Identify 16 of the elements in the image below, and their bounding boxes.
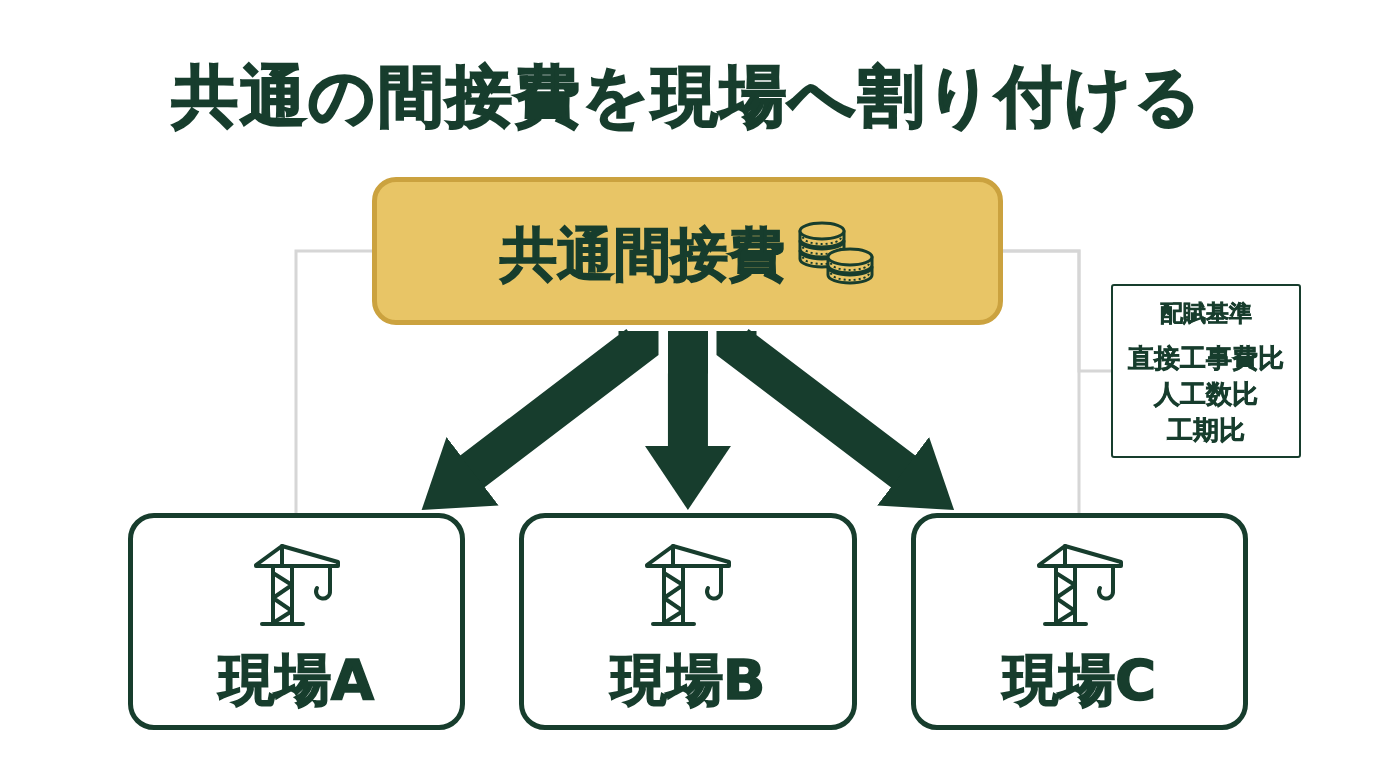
site-label: 現場C — [1002, 648, 1157, 712]
connector-line — [294, 249, 372, 513]
site-box — [128, 513, 465, 730]
list-item: 人工数比 — [1154, 378, 1258, 411]
site-box — [911, 513, 1248, 730]
connector-line — [1003, 249, 1111, 373]
note-box — [1111, 284, 1301, 458]
title: 共通の間接費を現場へ割り付ける — [172, 57, 1204, 137]
site-label: 現場A — [218, 648, 375, 712]
list-item: 工期比 — [1167, 414, 1245, 447]
site-label: 現場B — [610, 648, 766, 712]
box-label: 共通間接費 — [500, 221, 785, 287]
cost-box — [372, 177, 1003, 325]
note-heading: 配賦基準 — [1160, 299, 1252, 328]
list-item: 直接工事費比 — [1128, 342, 1284, 375]
site-box — [519, 513, 857, 730]
